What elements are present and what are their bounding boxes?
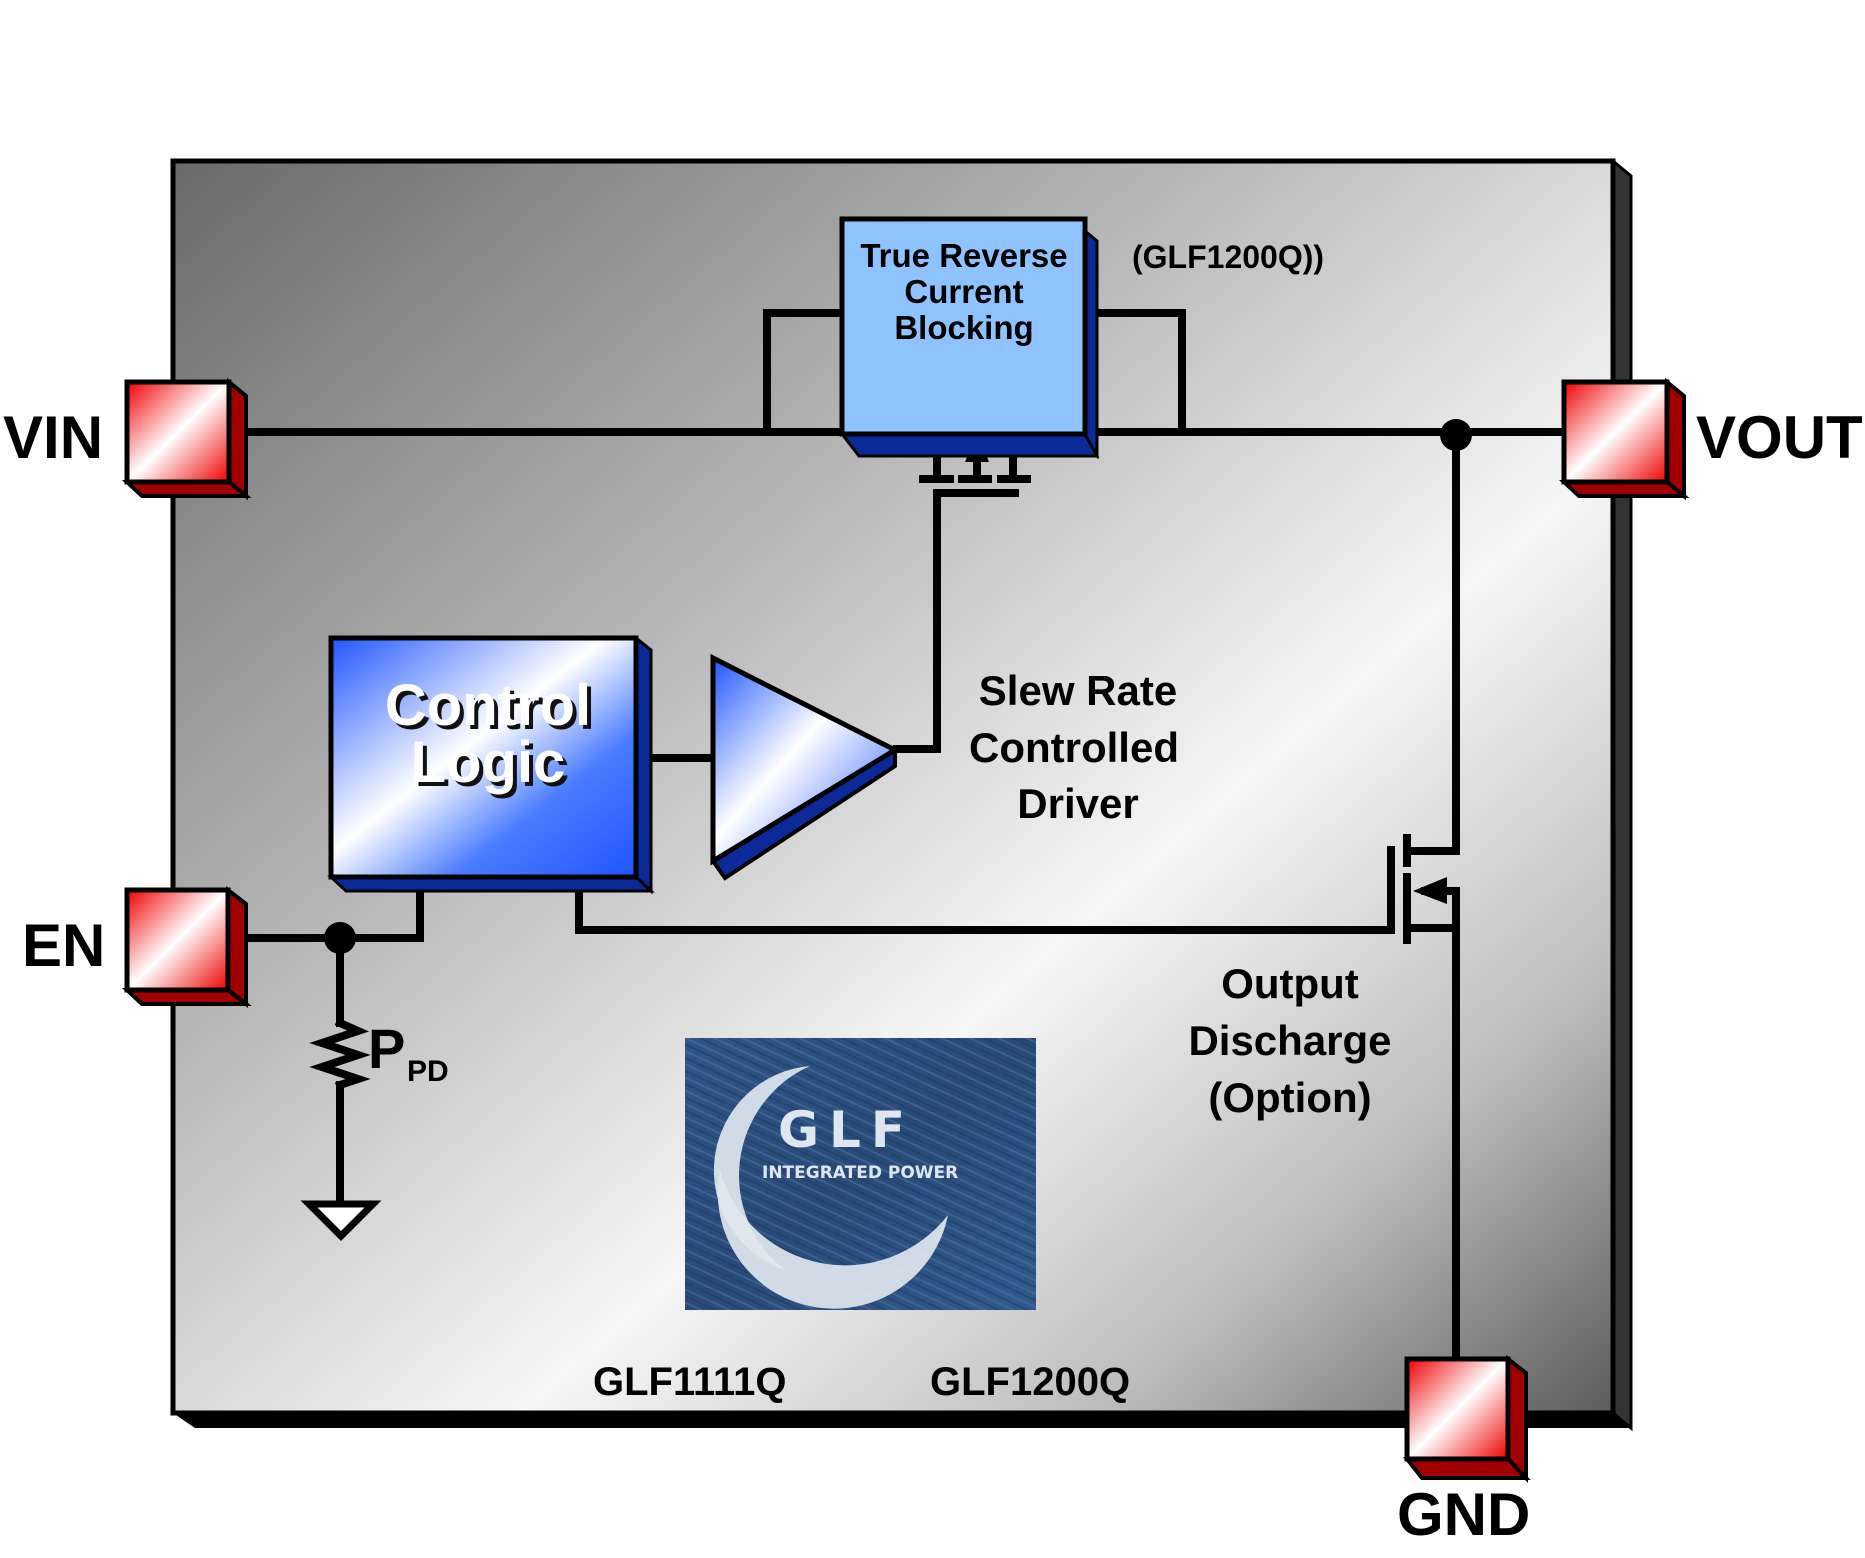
logo-name: GLF <box>778 1101 915 1159</box>
discharge-label: Output Discharge (Option) <box>1188 960 1391 1121</box>
reverse-blocking-line-2: Current <box>904 273 1023 310</box>
svg-text:Control: Control <box>389 677 595 742</box>
part-number-1: GLF1111Q <box>593 1360 786 1404</box>
reverse-current-blocking-block: True Reverse Current Blocking <box>838 216 1100 460</box>
driver-label-line-3: Driver <box>1017 780 1138 827</box>
pin-label-vin: VIN <box>3 404 103 471</box>
gnd-pad <box>1402 1354 1531 1484</box>
discharge-mosfet-arrow-icon <box>1413 877 1447 904</box>
control-logic-line-1: Control <box>385 673 591 738</box>
pin-label-en: EN <box>22 912 105 979</box>
reverse-blocking-line-3: Blocking <box>894 309 1033 346</box>
en-pad <box>121 885 252 1009</box>
pulldown-resistor-label: P PD <box>368 1017 449 1088</box>
discharge-label-line-2: Discharge <box>1188 1017 1391 1064</box>
discharge-label-line-1: Output <box>1221 960 1359 1007</box>
driver-label-line-1: Slew Rate <box>979 667 1177 714</box>
ground-icon <box>300 1200 382 1241</box>
svg-text:Logic: Logic <box>415 734 570 799</box>
vout-junction-dot <box>1440 419 1472 451</box>
driver-label: Slew Rate Controlled Driver <box>969 667 1179 827</box>
vin-pad <box>121 377 252 501</box>
resistor-label-main: P <box>368 1017 405 1080</box>
control-logic-line-2: Logic <box>411 730 566 795</box>
slew-rate-driver-icon <box>710 653 901 881</box>
reverse-blocking-note: (GLF1200Q)) <box>1132 239 1324 275</box>
en-junction-dot <box>324 922 356 954</box>
part-number-2: GLF1200Q <box>930 1360 1130 1404</box>
logo-tagline: INTEGRATED POWER <box>762 1163 958 1183</box>
pin-label-vout: VOUT <box>1696 404 1863 471</box>
vout-pad <box>1558 377 1690 501</box>
resistor-label-sub: PD <box>407 1055 449 1088</box>
pin-label-gnd: GND <box>1397 1481 1530 1548</box>
driver-label-line-2: Controlled <box>969 724 1179 771</box>
reverse-blocking-line-1: True Reverse <box>860 237 1067 274</box>
glf-logo: GLF INTEGRATED POWER <box>685 1038 1036 1310</box>
control-logic-block: Control Control Logic Logic <box>327 634 655 895</box>
discharge-label-line-3: (Option) <box>1208 1074 1371 1121</box>
